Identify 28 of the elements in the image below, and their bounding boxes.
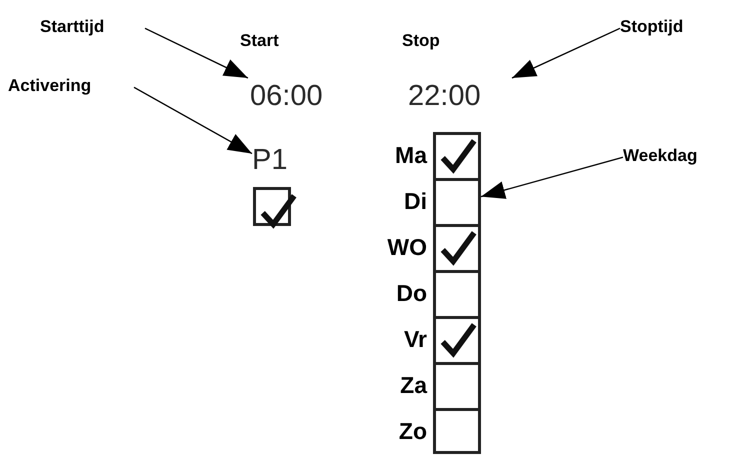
time-display: 06:00 xyxy=(250,78,354,114)
weekday-label: WO xyxy=(386,233,427,262)
checkbox xyxy=(433,408,481,454)
callout-label: Stoptijd xyxy=(620,14,722,40)
column-heading: Start xyxy=(240,30,280,52)
weekday-label: Do xyxy=(395,279,427,308)
arrow xyxy=(480,156,624,199)
time-display: 22:00 xyxy=(408,78,512,114)
checkbox xyxy=(433,316,481,365)
column-heading: Stop xyxy=(402,30,441,52)
weekday-label: Vr xyxy=(402,325,427,354)
weekday-column xyxy=(433,132,481,455)
arrow xyxy=(144,28,248,79)
weekday-label: Zo xyxy=(398,417,427,446)
callout-label: Activering xyxy=(8,73,134,99)
program-label: P1 xyxy=(252,144,296,176)
arrow xyxy=(134,86,252,154)
checkbox xyxy=(433,224,481,273)
weekday-label: Ma xyxy=(394,141,427,170)
weekday-label: Di xyxy=(403,187,427,216)
weekday-label: Za xyxy=(399,371,427,400)
checkbox xyxy=(433,132,481,181)
checkbox xyxy=(433,270,481,319)
checkbox xyxy=(433,362,481,411)
arrow xyxy=(512,28,620,79)
checkbox xyxy=(433,178,481,227)
callout-label: Weekdag xyxy=(623,143,733,169)
callout-label: Starttijd xyxy=(40,14,145,40)
